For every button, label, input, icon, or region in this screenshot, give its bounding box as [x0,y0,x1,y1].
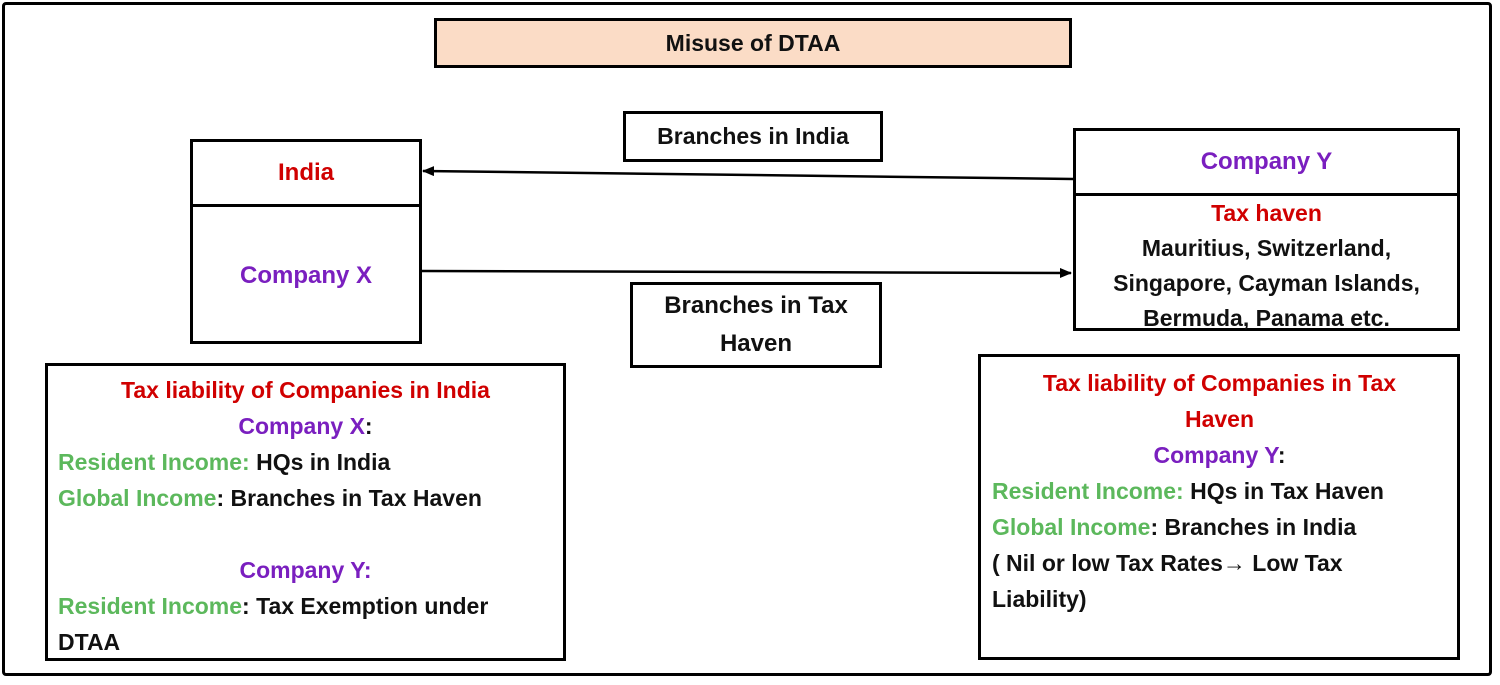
india-header: India [193,142,419,207]
diagram-frame [2,2,1492,676]
india-box: India Company X [190,139,422,344]
colon: : [1277,442,1286,468]
company-x-name: Company X [238,413,365,439]
india-resident-income-row: Resident Income: HQs in India [58,444,553,480]
india-tax-liability-box: Tax liability of Companies in India Comp… [45,363,566,661]
company-y-box: Company Y Tax haven Mauritius, Switzerla… [1073,128,1460,331]
tax-haven-country-line: Singapore, Cayman Islands, [1113,270,1420,296]
global-income-label: Global Income [992,514,1151,540]
haven-tax-title-line1: Tax liability of Companies in Tax [1042,370,1397,396]
haven-tax-title-line2: Haven [1184,406,1255,432]
diagram-title-text: Misuse of DTAA [665,29,841,56]
india-global-income-row: Global Income: Branches in Tax Haven [58,480,553,516]
haven-tax-liability-box: Tax liability of Companies in Tax Haven … [978,354,1460,660]
haven-note-line2: Liability) [992,586,1087,612]
tax-haven-country-line: Mauritius, Switzerland, [1141,235,1392,261]
diagram-title: Misuse of DTAA [434,18,1072,68]
resident-income-value: HQs in Tax Haven [1183,478,1384,504]
resident-income-value: HQs in India [249,449,391,475]
company-x-label: Company X [239,261,373,289]
india-tax-title: Tax liability of Companies in India [121,377,490,403]
colon: : [364,413,373,439]
resident-income-value: : Tax Exemption under [242,593,489,619]
company-y-name: Company Y [1153,442,1278,468]
resident-income-label: Resident Income: [58,449,250,475]
tax-haven-subtitle: Tax haven [1211,200,1322,226]
resident-income-label: Resident Income [58,593,243,619]
india-tax-company-y: Company Y: [239,557,372,583]
haven-tax-company-y: Company Y: [992,437,1447,473]
haven-resident-income-row: Resident Income: HQs in Tax Haven [992,473,1447,509]
company-y-header: Company Y [1076,131,1457,196]
india-resident-income-y-cont: DTAA [58,629,121,655]
branches-in-tax-haven-line2: Haven [719,330,793,357]
tax-haven-country-line: Bermuda, Panama etc. [1143,305,1390,331]
company-y-body: Tax haven Mauritius, Switzerland, Singap… [1076,196,1457,336]
spacer [58,516,553,552]
haven-note-line1: ( Nil or low Tax Rates→ Low Tax [992,550,1343,576]
branches-in-tax-haven-label: Branches in Tax Haven [630,282,882,368]
haven-global-income-row: Global Income: Branches in India [992,509,1447,545]
branches-in-india-label: Branches in India [623,111,883,162]
global-income-label: Global Income [58,485,217,511]
global-income-value: : Branches in Tax Haven [216,485,482,511]
branches-in-india-text: Branches in India [657,123,849,149]
resident-income-label: Resident Income: [992,478,1184,504]
global-income-value: : Branches in India [1150,514,1357,540]
branches-in-tax-haven-line1: Branches in Tax [664,292,848,319]
india-resident-income-y-row: Resident Income: Tax Exemption under [58,588,553,624]
india-tax-company-x: Company X: [58,408,553,444]
